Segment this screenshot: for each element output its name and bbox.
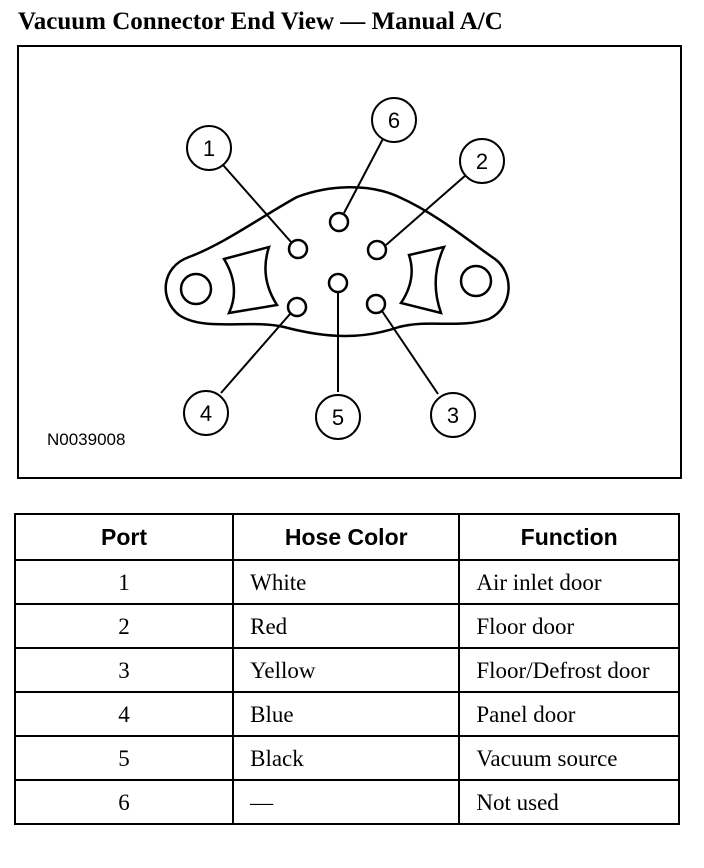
cell-function: Vacuum source [458,735,680,781]
callout-2: 2 [459,138,505,184]
cell-function: Air inlet door [458,559,680,605]
left-mount-hole [179,272,213,306]
port-hole-1 [287,238,309,260]
callout-4: 4 [183,390,229,436]
leader-line-4 [220,313,291,394]
connector-body [164,186,510,338]
table-row: 2 Red Floor door [13,603,680,649]
port-table: Port Hose Color Function 1 White Air inl… [13,513,680,825]
cell-port: 2 [13,603,235,649]
callout-1-label: 1 [203,136,215,161]
cell-hose-color: Red [232,603,461,649]
callout-3: 3 [430,392,476,438]
port-hole-3 [365,293,387,315]
cell-hose-color: — [232,779,461,825]
cell-hose-color: Yellow [232,647,461,693]
callout-5-label: 5 [332,405,344,430]
port-hole-4 [286,296,308,318]
callout-6-label: 6 [388,108,400,133]
port-hole-2 [366,239,388,261]
right-mount-hole [459,264,493,298]
cell-function: Not used [458,779,680,825]
cell-port: 4 [13,691,235,737]
callout-3-label: 3 [447,403,459,428]
connector-figure: 1 6 2 4 5 3 N0039008 [17,45,682,479]
leader-line-1 [222,164,292,243]
table-header-row: Port Hose Color Function [13,513,680,561]
cell-port: 1 [13,559,235,605]
header-port: Port [13,513,235,561]
port-hole-6 [328,211,350,233]
cell-function: Floor/Defrost door [458,647,680,693]
cell-hose-color: Blue [232,691,461,737]
callout-2-label: 2 [476,149,488,174]
callout-5: 5 [315,394,361,440]
callout-4-label: 4 [200,401,212,426]
left-clip [222,245,280,315]
leader-line-3 [381,310,439,395]
cell-port: 5 [13,735,235,781]
cell-port: 6 [13,779,235,825]
callout-1: 1 [186,125,232,171]
cell-hose-color: Black [232,735,461,781]
right-clip [398,245,447,315]
figure-id: N0039008 [47,430,126,449]
table-row: 3 Yellow Floor/Defrost door [13,647,680,693]
connector-diagram: 1 6 2 4 5 3 [164,97,510,440]
table-row: 5 Black Vacuum source [13,735,680,781]
cell-hose-color: White [232,559,461,605]
cell-function: Floor door [458,603,680,649]
table-row: 1 White Air inlet door [13,559,680,605]
leader-line-6 [343,134,386,214]
callout-6: 6 [371,97,417,143]
port-hole-5 [327,272,349,294]
leader-line-2 [385,174,467,246]
page-title: Vacuum Connector End View — Manual A/C [18,8,503,35]
header-hose-color: Hose Color [232,513,461,561]
header-function: Function [458,513,680,561]
table-row: 4 Blue Panel door [13,691,680,737]
cell-port: 3 [13,647,235,693]
table-row: 6 — Not used [13,779,680,825]
cell-function: Panel door [458,691,680,737]
